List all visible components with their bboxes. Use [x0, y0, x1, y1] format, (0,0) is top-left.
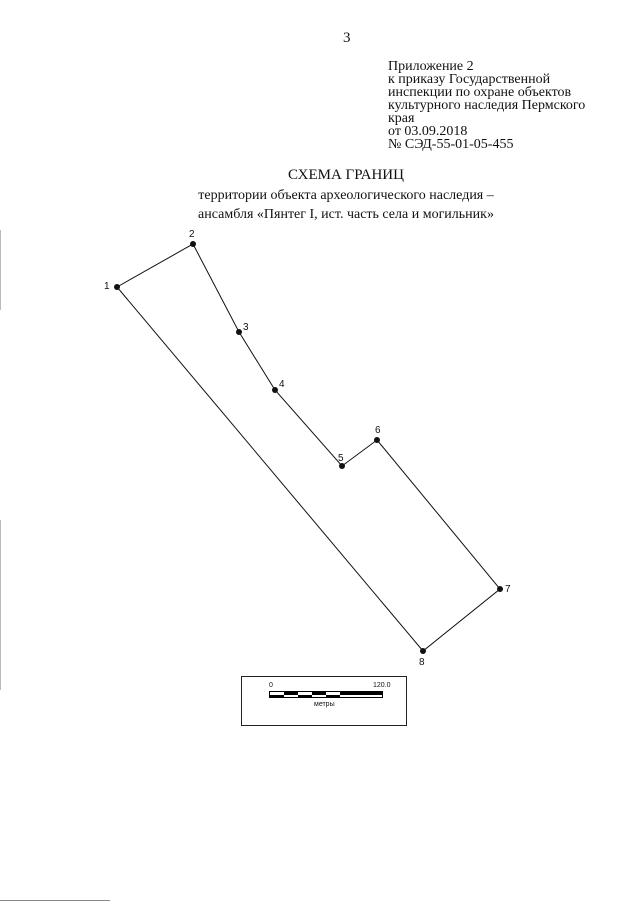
- boundary-point-6-label: 6: [375, 425, 381, 436]
- scale-segment: [284, 694, 298, 697]
- scale-max-label: 120.0: [373, 682, 391, 689]
- appendix-line: к приказу Государственной: [388, 72, 551, 87]
- scale-segment: [326, 694, 340, 697]
- boundary-point-5-marker: [339, 463, 345, 469]
- boundary-point-4-label: 4: [279, 379, 285, 390]
- scale-segment: [326, 692, 340, 695]
- scan-margin-mark: [0, 230, 1, 310]
- subtitle-line-2: ансамбля «Пянтег I, ист. часть села и мо…: [198, 207, 494, 222]
- appendix-block: Приложение 2 к приказу Государственной и…: [388, 59, 628, 152]
- scale-segment: [340, 692, 382, 695]
- scale-bar-top-row: [270, 692, 382, 695]
- scale-segment: [298, 692, 312, 695]
- boundary-point-5-label: 5: [338, 453, 344, 464]
- scan-margin-mark: [0, 520, 1, 690]
- boundary-point: 7: [497, 584, 511, 595]
- scale-min-label: 0: [269, 682, 273, 689]
- scale-segment: [312, 692, 326, 695]
- boundary-point: 3: [236, 322, 249, 335]
- boundary-point: 4: [272, 379, 285, 393]
- boundary-point-2-marker: [190, 241, 196, 247]
- appendix-line: Приложение 2: [388, 59, 474, 74]
- boundary-point-8-marker: [420, 648, 426, 654]
- scale-segment: [270, 692, 284, 695]
- scale-segment: [270, 694, 284, 697]
- scale-segment: [284, 692, 298, 695]
- subtitle-line-1: территории объекта археологического насл…: [198, 188, 494, 203]
- boundary-point-3-label: 3: [243, 322, 249, 333]
- scale-bar-bottom-row: [270, 694, 382, 697]
- boundary-point-4-marker: [272, 387, 278, 393]
- boundary-point-8-label: 8: [419, 657, 425, 668]
- boundary-point-7-label: 7: [505, 584, 511, 595]
- appendix-line: края: [388, 111, 415, 126]
- boundary-point-1-marker: [114, 284, 120, 290]
- scheme-subtitle: территории объекта археологического насл…: [0, 186, 640, 224]
- boundary-point: 1: [104, 281, 120, 292]
- boundary-point-6-marker: [374, 437, 380, 443]
- boundary-point-3-marker: [236, 329, 242, 335]
- boundary-point-7-marker: [497, 586, 503, 592]
- page-number: 3: [343, 30, 351, 46]
- boundary-point: 6: [374, 425, 381, 443]
- scale-bar-box: 0 120.0 метры: [241, 676, 407, 726]
- scale-segment: [312, 694, 326, 697]
- scheme-title: СХЕМА ГРАНИЦ: [288, 167, 404, 183]
- boundary-point: 8: [419, 648, 426, 668]
- appendix-line: от 03.09.2018: [388, 124, 468, 139]
- scale-segment: [298, 694, 312, 697]
- scale-unit-label: метры: [314, 701, 335, 708]
- scale-segment: [340, 694, 382, 697]
- appendix-line: № СЭД-55-01-05-455: [388, 137, 514, 152]
- footer-rule: [0, 900, 110, 901]
- appendix-line: инспекции по охране объектов: [388, 85, 572, 100]
- boundary-point: 5: [338, 453, 345, 469]
- boundary-point: 2: [189, 229, 196, 247]
- boundary-point-2-label: 2: [189, 229, 195, 240]
- appendix-line: культурного наследия Пермского: [388, 98, 586, 113]
- boundary-point-1-label: 1: [104, 281, 110, 292]
- scale-bar: [269, 691, 383, 698]
- boundary-polygon: [116, 243, 501, 652]
